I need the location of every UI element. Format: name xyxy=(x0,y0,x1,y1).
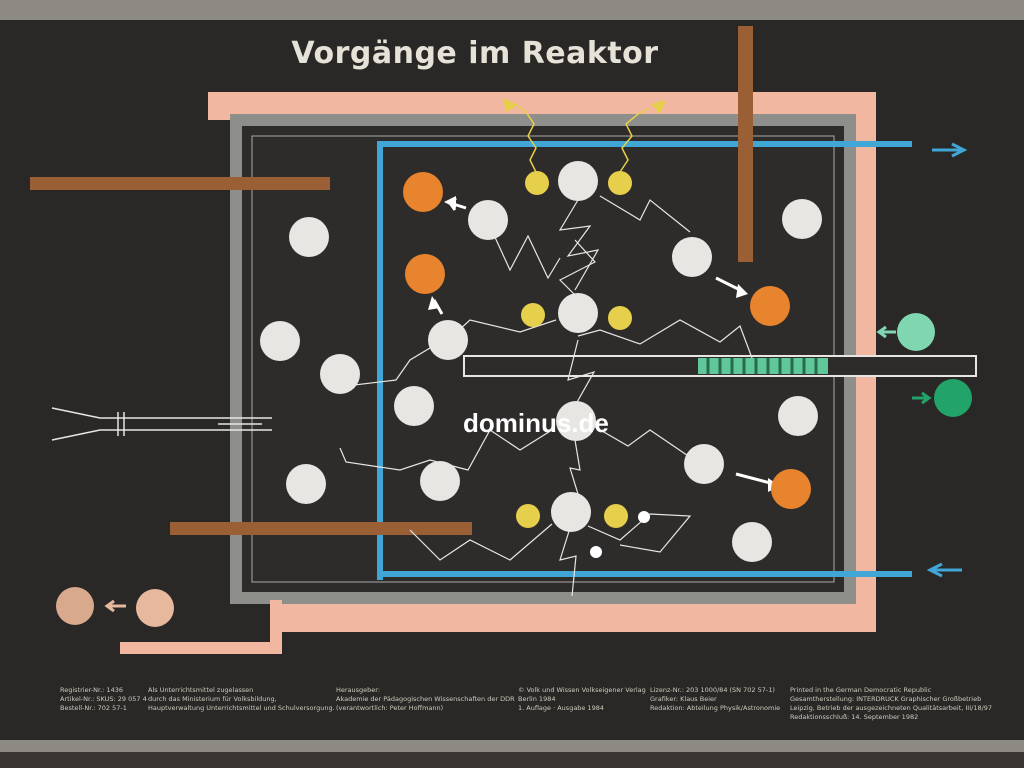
product xyxy=(405,254,445,294)
free-neutron xyxy=(638,511,650,523)
footer-publisher: Herausgeber: Akademie der Pädagogischen … xyxy=(336,686,515,712)
nucleus xyxy=(782,199,822,239)
nucleus xyxy=(732,522,772,562)
fragment xyxy=(521,303,545,327)
fragment xyxy=(604,504,628,528)
nucleus xyxy=(286,464,326,504)
control-rod-top xyxy=(738,26,753,262)
product xyxy=(750,286,790,326)
nucleus xyxy=(289,217,329,257)
control-rod-left xyxy=(30,177,330,190)
legend-arrow-out xyxy=(912,391,932,405)
fragment xyxy=(608,306,632,330)
gamma-arrow-right xyxy=(651,100,666,114)
top-rail xyxy=(0,0,1024,20)
coolant-in-arrow xyxy=(926,562,962,578)
nucleus xyxy=(320,354,360,394)
nucleus xyxy=(468,200,508,240)
nucleus xyxy=(556,401,596,441)
legend-absorber-light xyxy=(897,313,935,351)
legend-product-light xyxy=(56,587,94,625)
nucleus xyxy=(558,161,598,201)
footer-registration: Registrier-Nr.: 1436 Artikel-Nr.: SKUS: … xyxy=(60,686,147,712)
legend-arrow-left xyxy=(104,599,126,613)
fragment xyxy=(516,504,540,528)
fission-fragments xyxy=(516,171,632,528)
product xyxy=(403,172,443,212)
nuclei xyxy=(260,161,822,562)
product xyxy=(771,469,811,509)
footer-license: Lizenz-Nr.: 203 1000/84 (SN 702 57-1) Gr… xyxy=(650,686,781,712)
fragment xyxy=(525,171,549,195)
footer-approval: Als Unterrichtsmittel zugelassen durch d… xyxy=(148,686,335,712)
coolant-pipe-upper xyxy=(377,141,912,580)
nucleus xyxy=(260,321,300,361)
coolant-out-arrow xyxy=(932,142,968,158)
nucleus xyxy=(778,396,818,436)
legend-absorber-dark xyxy=(934,379,972,417)
neutron-paths xyxy=(339,195,753,597)
nucleus xyxy=(551,492,591,532)
control-rod-bottom xyxy=(170,522,472,535)
legend-arrow-in xyxy=(876,325,896,339)
absorber-stripes xyxy=(706,358,818,374)
probe-left xyxy=(51,407,272,441)
footer-printing: Printed in the German Democratic Republi… xyxy=(790,686,993,721)
page-title: Vorgänge im Reaktor xyxy=(291,36,659,71)
free-neutron xyxy=(590,546,602,558)
fission-products xyxy=(403,172,811,509)
gamma-ray-right xyxy=(619,107,651,173)
footer-copyright: © Volk und Wissen Volkseigener Verlag Be… xyxy=(518,686,646,712)
nucleus xyxy=(420,461,460,501)
absorber-segment xyxy=(698,358,828,374)
nucleus xyxy=(558,293,598,333)
gamma-ray-left xyxy=(517,105,537,173)
nucleus xyxy=(672,237,712,277)
product-arrowheads xyxy=(428,196,780,492)
watermark: dominus.de xyxy=(463,408,609,438)
outlet-pipe xyxy=(120,600,282,654)
nucleus xyxy=(684,444,724,484)
shelf-background xyxy=(0,752,1024,768)
gamma-arrow-left xyxy=(503,98,518,112)
fragment xyxy=(608,171,632,195)
legend-product xyxy=(136,589,174,627)
nucleus xyxy=(428,320,468,360)
nucleus xyxy=(394,386,434,426)
